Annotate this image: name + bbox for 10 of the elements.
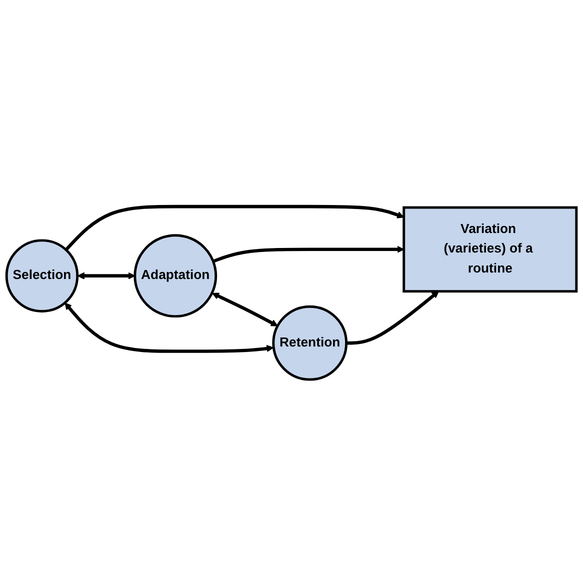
- node-circle: Retention: [272, 306, 348, 382]
- arrow: [64, 205, 404, 252]
- arrow: [212, 293, 278, 327]
- arrow: [77, 272, 136, 280]
- node-box: Variation (varieties) of a routine: [402, 206, 578, 293]
- arrow: [346, 291, 439, 346]
- node-circle: Adaptation: [134, 234, 218, 318]
- arrow: [212, 246, 404, 264]
- arrow: [64, 302, 274, 354]
- node-circle: Selection: [5, 240, 79, 313]
